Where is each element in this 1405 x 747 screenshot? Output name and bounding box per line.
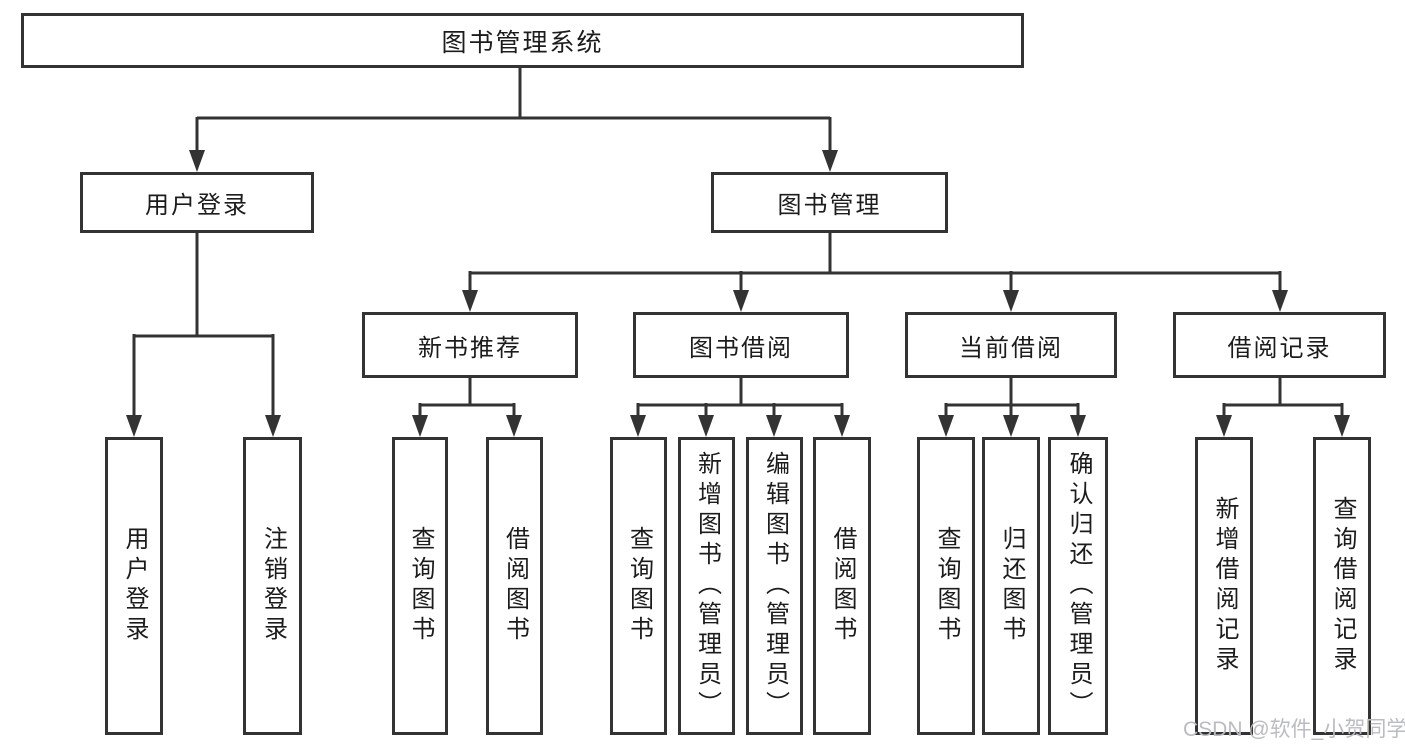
leaf-user-login: 用户登录 [105, 437, 163, 735]
arrow-leaf-addrecord [1216, 415, 1232, 437]
arrowheads [126, 150, 1350, 437]
node-label: 用户登录 [121, 526, 148, 646]
arrow-currentborrow [1003, 290, 1019, 312]
arrow-leaf-queryrecord [1334, 415, 1350, 437]
node-label: 归还图书 [998, 526, 1025, 646]
arrow-leaf-borrow2 [834, 415, 850, 437]
node-label: 用户登录 [145, 192, 249, 219]
arrow-leaf-borrow1 [506, 415, 522, 437]
leaf-confirm-return-admin: 确认归还（管理员） [1048, 437, 1108, 735]
leaf-borrow-books: 借阅图书 [813, 437, 871, 735]
csdn-watermark: CSDN @软件_小贺同学 [1183, 718, 1405, 741]
node-label: 查询图书 [933, 526, 960, 646]
leaf-query-books-current: 查询图书 [917, 437, 975, 735]
node-label: 新书推荐 [418, 334, 522, 362]
node-user-login: 用户登录 [80, 172, 314, 233]
arrow-borrowrecords [1272, 290, 1288, 312]
arrow-book-management [822, 150, 838, 172]
node-label: 编辑图书（管理员） [761, 451, 789, 721]
node-label: 借阅图书 [501, 526, 529, 646]
leaf-query-books-recommend: 查询图书 [392, 437, 448, 735]
node-book-management: 图书管理 [711, 172, 948, 233]
node-root-system: 图书管理系统 [21, 13, 1024, 68]
node-label: 图书管理 [777, 192, 882, 219]
arrow-leaf-query2 [630, 415, 646, 437]
node-label: 图书借阅 [689, 334, 793, 362]
arrow-newbook [462, 290, 478, 312]
leaf-add-borrow-record: 新增借阅记录 [1195, 437, 1253, 735]
arrow-leaf-logout [265, 415, 281, 437]
leaf-edit-book-admin: 编辑图书（管理员） [746, 437, 803, 735]
arrow-leaf-editbook [766, 415, 782, 437]
leaf-return-book: 归还图书 [982, 437, 1040, 735]
node-label: 注销登录 [259, 526, 287, 646]
node-label: 查询图书 [407, 526, 434, 646]
leaf-add-book-admin: 新增图书（管理员） [678, 437, 735, 735]
arrow-leaf-addbook [698, 415, 714, 437]
node-book-borrow: 图书借阅 [633, 312, 849, 378]
node-new-book-recommend: 新书推荐 [362, 312, 578, 378]
node-label: 查询借阅记录 [1329, 496, 1356, 676]
node-label: 新增借阅记录 [1211, 496, 1238, 676]
arrow-leaf-query1 [412, 415, 428, 437]
arrow-leaf-query3 [938, 415, 954, 437]
node-current-borrow: 当前借阅 [905, 312, 1117, 378]
leaf-logout: 注销登录 [243, 437, 302, 735]
node-borrow-records: 借阅记录 [1173, 312, 1386, 378]
arrow-leaf-login [126, 415, 142, 437]
leaf-query-borrow-record: 查询借阅记录 [1313, 437, 1371, 735]
arrow-bookborrow [733, 290, 749, 312]
node-label: 图书管理系统 [441, 28, 604, 57]
arrow-leaf-confirmreturn [1070, 415, 1086, 437]
leaf-borrow-books-recommend: 借阅图书 [486, 437, 543, 735]
node-label: 查询图书 [625, 526, 653, 646]
leaf-query-books-borrow: 查询图书 [610, 437, 667, 735]
node-label: 借阅图书 [829, 526, 856, 646]
node-label: 当前借阅 [959, 334, 1063, 362]
node-label: 借阅记录 [1227, 334, 1332, 362]
node-label: 确认归还（管理员） [1065, 451, 1092, 721]
arrow-leaf-return [1003, 415, 1019, 437]
arrow-user-login [189, 150, 205, 172]
node-label: 新增图书（管理员） [693, 451, 721, 721]
